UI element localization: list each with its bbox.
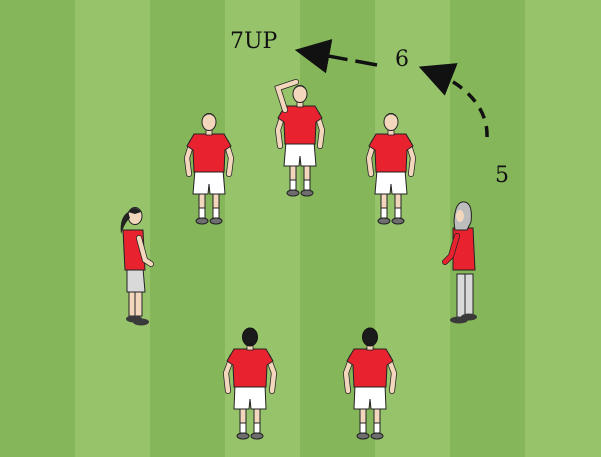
call-out-label: 7UP <box>230 29 278 54</box>
count-5-label: 5 <box>495 163 509 188</box>
arrow-6-to-7up <box>294 38 378 74</box>
player-right-headscarf <box>442 201 477 324</box>
player-left-ponytail <box>120 207 154 326</box>
arrow-5-to-6 <box>418 63 489 138</box>
count-arrows <box>294 38 489 138</box>
player-hand-on-head <box>274 79 322 196</box>
count-6-label: 6 <box>395 47 409 72</box>
